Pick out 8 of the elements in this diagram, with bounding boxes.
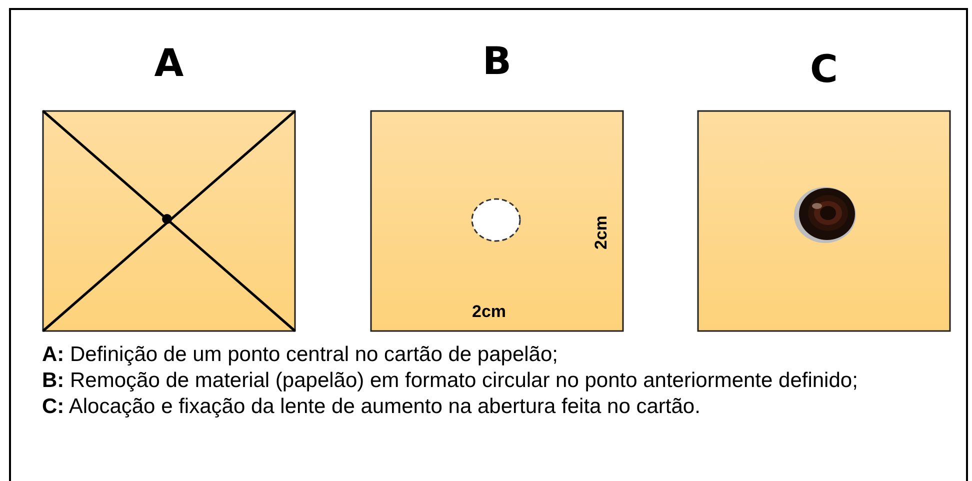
panel-heading: A xyxy=(154,44,184,82)
panel-heading: C xyxy=(810,50,838,88)
dimension-label: 2cm xyxy=(592,215,610,250)
dimension-label: 2cm xyxy=(472,303,506,320)
step-description: C: Alocação e fixação da lente de aumento na abertura feita no cartão. xyxy=(42,394,702,420)
step-description: A: Definição de um ponto central no cartão de papelão; xyxy=(42,342,559,368)
panel-heading: B xyxy=(482,42,512,80)
step-description: B: Remoção de material (papelão) em formato circular no ponto anteriormente definido; xyxy=(42,368,859,394)
